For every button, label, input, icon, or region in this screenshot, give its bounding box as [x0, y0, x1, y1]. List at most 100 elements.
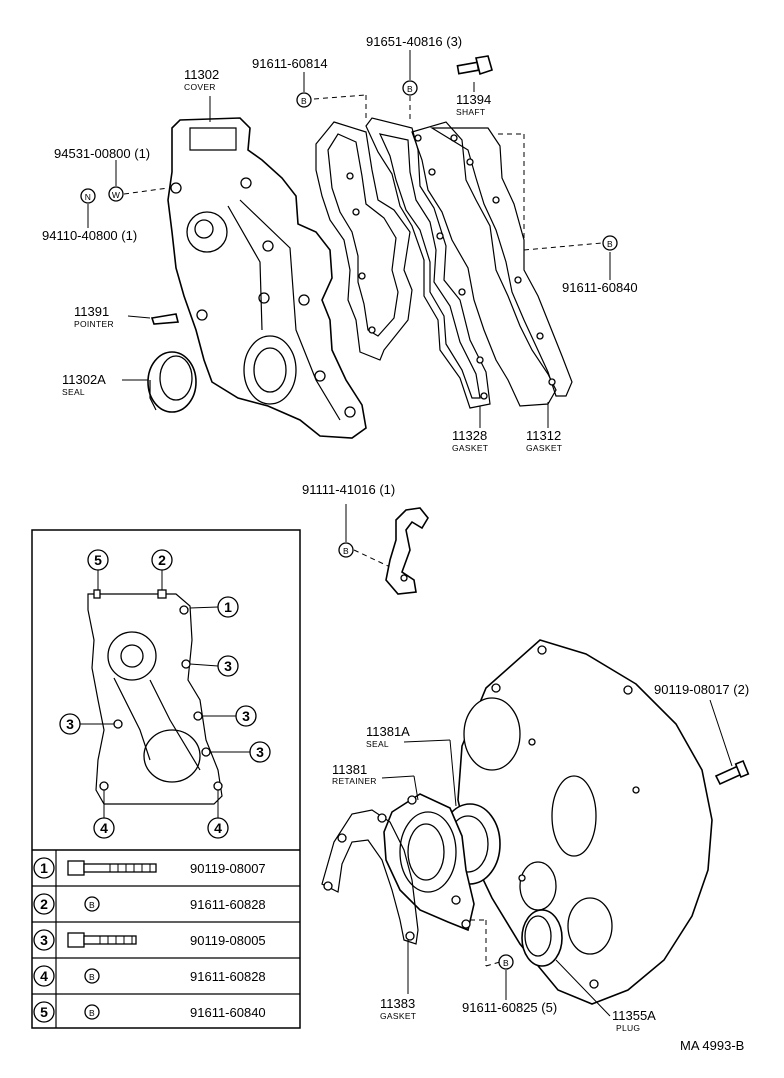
- svg-text:3: 3: [40, 932, 48, 948]
- svg-text:B: B: [407, 84, 413, 94]
- bolt-b-part-number: 91651-40816 (3): [366, 34, 462, 49]
- shaft-part-name: SHAFT: [456, 107, 485, 117]
- svg-text:2: 2: [158, 552, 166, 568]
- plug-part-number: 11355A: [612, 1008, 656, 1023]
- seal-part-number: 11302A: [62, 372, 106, 387]
- pointer-part-number: 11391: [74, 304, 109, 319]
- svg-text:4: 4: [40, 968, 48, 984]
- seal-11302a-drawing: [147, 351, 197, 413]
- svg-text:3: 3: [66, 716, 74, 732]
- bolt-symbol-a: B: [296, 92, 312, 108]
- timing-cover-drawing: [167, 117, 367, 439]
- seal-part-name: SEAL: [62, 387, 85, 397]
- bolt-a-part-number: 91611-60814: [252, 56, 328, 71]
- marker-4-right: 4: [207, 817, 229, 839]
- shaft-11394-drawing: [456, 55, 493, 76]
- legend-row-1: 1 90119-08007: [33, 857, 266, 879]
- gasket-b-part-name: GASKET: [526, 443, 562, 453]
- svg-text:1: 1: [224, 599, 232, 615]
- svg-text:5: 5: [40, 1004, 48, 1020]
- bolt-90119-08017-drawing: [714, 759, 750, 786]
- legend-row-3: 3 90119-08005: [33, 929, 266, 951]
- hook-drawing: [385, 507, 429, 595]
- bolt-symbol-c: B: [602, 235, 618, 251]
- gasket-11383-part-number: 11383: [380, 996, 415, 1011]
- bolt-c-part-number: 91611-60840: [562, 280, 638, 295]
- svg-text:B: B: [89, 1008, 95, 1018]
- retainer-part-number: 11381: [332, 762, 367, 777]
- cover-part-name: COVER: [184, 82, 216, 92]
- marker-2-top: 2: [151, 549, 173, 571]
- gasket-11383-drawing: [321, 809, 419, 945]
- inset-leaders: [80, 570, 250, 818]
- svg-text:2: 2: [40, 896, 48, 912]
- plug-part-name: PLUG: [616, 1023, 640, 1033]
- marker-1-right: 1: [217, 596, 239, 618]
- svg-text:5: 5: [94, 552, 102, 568]
- plug-11355a-drawing: [521, 909, 563, 967]
- svg-text:3: 3: [224, 658, 232, 674]
- marker-5-top: 5: [87, 549, 109, 571]
- bolt-symbol-icon: [84, 1004, 100, 1020]
- svg-text:B: B: [343, 546, 349, 556]
- marker-3-right-b: 3: [235, 705, 257, 727]
- gasket-11383-part-name: GASKET: [380, 1011, 416, 1021]
- bottom-bolt-symbol: B: [498, 954, 514, 970]
- legend-table: [32, 850, 300, 1028]
- svg-text:4: 4: [214, 820, 222, 836]
- bolt-plate-part-number: 90119-08017 (2): [654, 682, 749, 697]
- svg-text:B: B: [607, 239, 613, 249]
- gasket-a-part-number: 11328: [452, 428, 487, 443]
- svg-text:N: N: [85, 192, 91, 202]
- svg-text:W: W: [112, 190, 120, 200]
- svg-text:B: B: [89, 900, 95, 910]
- retainer-11381-drawing: [383, 793, 475, 932]
- bottom-bolt-part-number: 91611-60825 (5): [462, 1000, 557, 1015]
- top-leader-lines: [87, 50, 611, 428]
- hook-dash: [353, 549, 389, 567]
- nut-symbol: N: [80, 188, 96, 204]
- bottom-leader-lines: [381, 699, 733, 1017]
- svg-text:91611-60840: 91611-60840: [190, 1005, 266, 1020]
- hook-bolt-symbol: B: [338, 542, 354, 558]
- svg-text:B: B: [301, 96, 307, 106]
- svg-text:1: 1: [40, 860, 48, 876]
- marker-3-right-c: 3: [249, 741, 271, 763]
- legend-row-4: 4 B 91611-60828: [33, 965, 266, 987]
- svg-text:B: B: [503, 958, 509, 968]
- svg-text:4: 4: [100, 820, 108, 836]
- inset-cover-drawing: [87, 589, 223, 805]
- svg-text:90119-08007: 90119-08007: [190, 861, 266, 876]
- retainer-part-name: RETAINER: [332, 776, 377, 786]
- legend-row-2: 2 B 91611-60828: [33, 893, 266, 915]
- svg-text:B: B: [89, 972, 95, 982]
- seal-11381a-part-name: SEAL: [366, 739, 389, 749]
- bolt-symbol-icon: [84, 968, 100, 984]
- nut-part-number: 94110-40800 (1): [42, 228, 137, 243]
- seal-11381a-part-number: 11381A: [366, 724, 410, 739]
- washer-part-number: 94531-00800 (1): [54, 146, 150, 161]
- marker-3-right-a: 3: [217, 655, 239, 677]
- diagram-code: MA 4993-B: [680, 1038, 744, 1053]
- long-bolt-icon: [67, 860, 157, 876]
- pointer-11391-drawing: [150, 313, 180, 325]
- legend-row-5: 5 B 91611-60840: [33, 1001, 266, 1023]
- marker-3-left: 3: [59, 713, 81, 735]
- shaft-part-number: 11394: [456, 92, 491, 107]
- svg-text:90119-08005: 90119-08005: [190, 933, 266, 948]
- svg-text:3: 3: [242, 708, 250, 724]
- svg-text:3: 3: [256, 744, 264, 760]
- washer-symbol: W: [108, 186, 124, 202]
- short-bolt-icon: [67, 932, 137, 948]
- pointer-part-name: POINTER: [74, 319, 114, 329]
- gasket-11328-drawing: [315, 117, 491, 409]
- gasket-b-part-number: 11312: [526, 428, 561, 443]
- hook-part-number: 91111-41016 (1): [302, 482, 395, 497]
- gasket-11312-drawing: [346, 121, 573, 407]
- inset-box: [31, 529, 301, 1029]
- svg-text:91611-60828: 91611-60828: [190, 969, 266, 984]
- gasket-a-part-name: GASKET: [452, 443, 488, 453]
- bolt-symbol-icon: [84, 896, 100, 912]
- cover-part-number: 11302: [184, 67, 219, 82]
